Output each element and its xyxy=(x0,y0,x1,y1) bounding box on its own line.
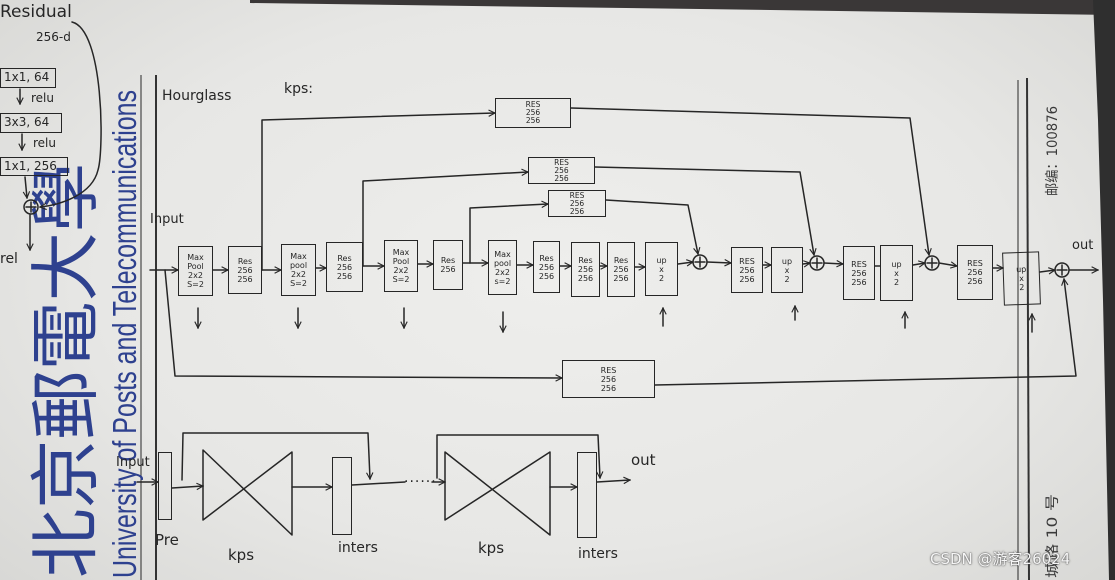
pre-label: Pre xyxy=(155,531,179,549)
watermark: CSDN @游客26024 xyxy=(930,550,1071,568)
adder-circle xyxy=(924,255,940,271)
residual-dims: 256-d xyxy=(36,30,71,44)
skip-connection-3-in xyxy=(469,204,548,264)
adder-plus xyxy=(694,256,706,268)
maxpool-block-1: Max Pool 2x2 S=2 xyxy=(178,246,213,296)
residual-activation-1: relu xyxy=(31,91,54,105)
university-name: University of Posts and Telecommunicatio… xyxy=(106,90,143,578)
skip-res-block-3: RES 256 256 xyxy=(548,190,606,217)
skip-connection-1-in xyxy=(261,113,495,271)
inters-block-2 xyxy=(577,452,597,538)
adder-plus xyxy=(811,257,823,269)
bottom-skip-res-block: RES 256 256 xyxy=(562,360,655,398)
bottom-skip-connection-in xyxy=(164,269,562,378)
skip-res-block-1: RES 256 256 xyxy=(495,98,571,128)
connector xyxy=(706,262,731,263)
upsample-block-4: up x 2 xyxy=(1002,251,1041,306)
hourglass-bowtie-1 xyxy=(202,449,293,536)
residual-activation-3: rel xyxy=(0,251,18,267)
residual-title: Residual xyxy=(0,2,72,22)
top-dark-edge xyxy=(250,0,1115,15)
maxpool-block-2: Max pool 2x2 S=2 xyxy=(281,244,316,296)
adder-plus xyxy=(25,201,37,213)
right-dark-edge xyxy=(1093,0,1115,580)
res-block-4: Res 256 256 xyxy=(533,241,560,293)
stack-connector xyxy=(351,481,406,486)
adder-node xyxy=(924,255,940,271)
residual-layer-3: 1x1, 256 xyxy=(0,157,68,176)
residual-adder-node xyxy=(23,199,39,215)
postcode-text: 邮编：100876 xyxy=(1045,106,1061,196)
connector xyxy=(802,263,810,264)
university-logo-characters: 北京郵電大學 xyxy=(25,163,107,578)
adder-plus xyxy=(926,257,938,269)
connector xyxy=(912,263,925,265)
kps-label: kps: xyxy=(284,81,314,97)
output-label: out xyxy=(1072,238,1094,253)
adder-plus xyxy=(1056,264,1068,276)
upsample-block-3: up x 2 xyxy=(880,245,913,301)
inters-block-1 xyxy=(332,457,352,535)
adder-circle xyxy=(23,199,39,215)
note-arrow xyxy=(25,176,27,198)
res-block-8: RES 256 256 xyxy=(843,246,875,300)
kps-label-2: kps xyxy=(478,539,505,557)
connector xyxy=(677,262,693,264)
skip-res-block-2: RES 256 256 xyxy=(528,157,595,184)
res-block-3: Res 256 xyxy=(433,240,463,290)
upsample-block-2: up x 2 xyxy=(771,247,803,293)
connector xyxy=(823,263,843,264)
res-block-6: Res 256 256 xyxy=(607,242,635,297)
right-border-line-thick xyxy=(1026,77,1030,580)
maxpool-block-4: Max pool 2x2 s=2 xyxy=(488,240,517,295)
res-block-5: Res 256 256 xyxy=(571,242,600,297)
residual-skip-curve xyxy=(40,21,102,207)
stack-connector xyxy=(171,486,203,488)
stack-output-arrow xyxy=(596,480,630,482)
stack-skip-arc-2 xyxy=(436,434,600,478)
adder-circle xyxy=(692,254,708,270)
stack-skip-arc-1 xyxy=(181,432,370,481)
address-text: 城路 10 号 xyxy=(1045,494,1061,578)
maxpool-block-3: Max Pool 2x2 S=2 xyxy=(384,240,418,292)
bottom-skip-connection-out xyxy=(654,279,1077,386)
pre-block xyxy=(158,452,172,520)
res-block-2: Res 256 256 xyxy=(326,242,363,292)
res-block-9: RES 256 256 xyxy=(957,245,993,300)
residual-activation-2: relu xyxy=(33,136,56,150)
skip-connection-2-out xyxy=(594,166,814,255)
connector xyxy=(1039,270,1055,272)
hourglass-bowtie-2 xyxy=(444,451,551,536)
stack-input-label: Input xyxy=(116,455,150,470)
skip-connection-3-out xyxy=(605,199,698,254)
adder-circle xyxy=(809,255,825,271)
adder-node xyxy=(1054,262,1070,278)
residual-layer-2: 3x3, 64 xyxy=(0,113,62,133)
ellipsis-label: ...... xyxy=(404,470,437,486)
residual-layer-1: 1x1, 64 xyxy=(0,68,56,88)
inters-label-1: inters xyxy=(338,540,378,556)
connector xyxy=(938,263,957,266)
adder-node xyxy=(809,255,825,271)
hourglass-title: Hourglass xyxy=(162,88,232,104)
input-label: Input xyxy=(150,212,184,227)
inters-label-2: inters xyxy=(578,546,618,562)
adder-node xyxy=(692,254,708,270)
res-block-7: RES 256 256 xyxy=(731,247,763,293)
stack-output-label: out xyxy=(631,451,656,469)
res-block-1: Res 256 256 xyxy=(228,246,262,294)
upsample-block-1: up x 2 xyxy=(645,242,678,296)
skip-connection-1-out xyxy=(570,107,929,255)
kps-label-1: kps xyxy=(228,546,255,564)
skip-connection-2-in xyxy=(362,172,528,267)
adder-circle xyxy=(1054,262,1070,278)
